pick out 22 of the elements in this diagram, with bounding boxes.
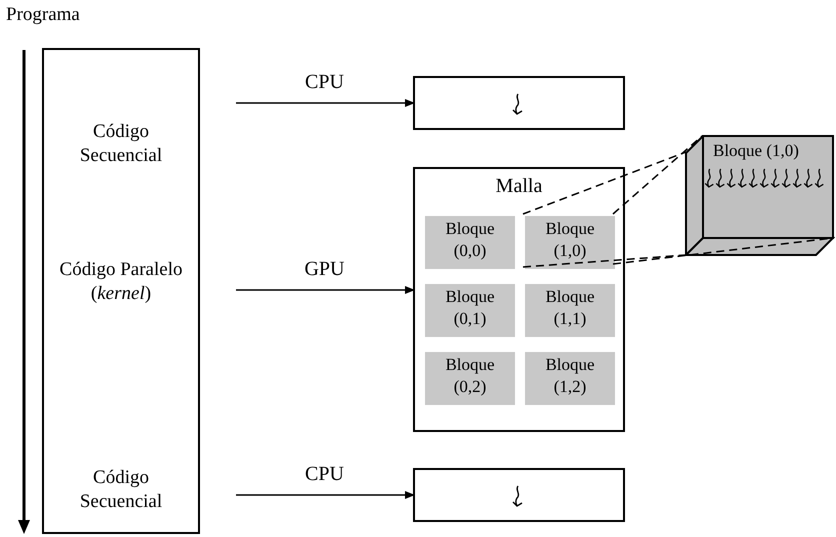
- diagram-title: Programa: [6, 4, 80, 26]
- block-box: Bloque (1,2): [525, 352, 615, 405]
- code-label: Código Secuencial: [58, 466, 184, 514]
- block-box: Bloque (0,0): [425, 216, 515, 269]
- grid-title: Malla: [494, 175, 544, 198]
- code-label: Código Paralelo (kernel): [58, 258, 184, 306]
- block-box: Bloque (1,1): [525, 284, 615, 337]
- code-label: Código Secuencial: [58, 120, 184, 168]
- projection-line: [612, 135, 702, 215]
- output-box: [413, 76, 625, 130]
- grid-box: [413, 167, 625, 432]
- arrow: [236, 286, 415, 294]
- block-label: Bloque (1,0): [713, 141, 799, 161]
- projection-line: [522, 151, 686, 215]
- block-box: Bloque (1,0): [525, 216, 615, 269]
- arrow: [236, 99, 415, 107]
- block-box: Bloque (0,1): [425, 284, 515, 337]
- arrow: [236, 491, 415, 499]
- projection-line: [522, 254, 686, 268]
- output-box: [413, 468, 625, 522]
- program-box: [42, 48, 200, 534]
- block-box: Bloque (0,2): [425, 352, 515, 405]
